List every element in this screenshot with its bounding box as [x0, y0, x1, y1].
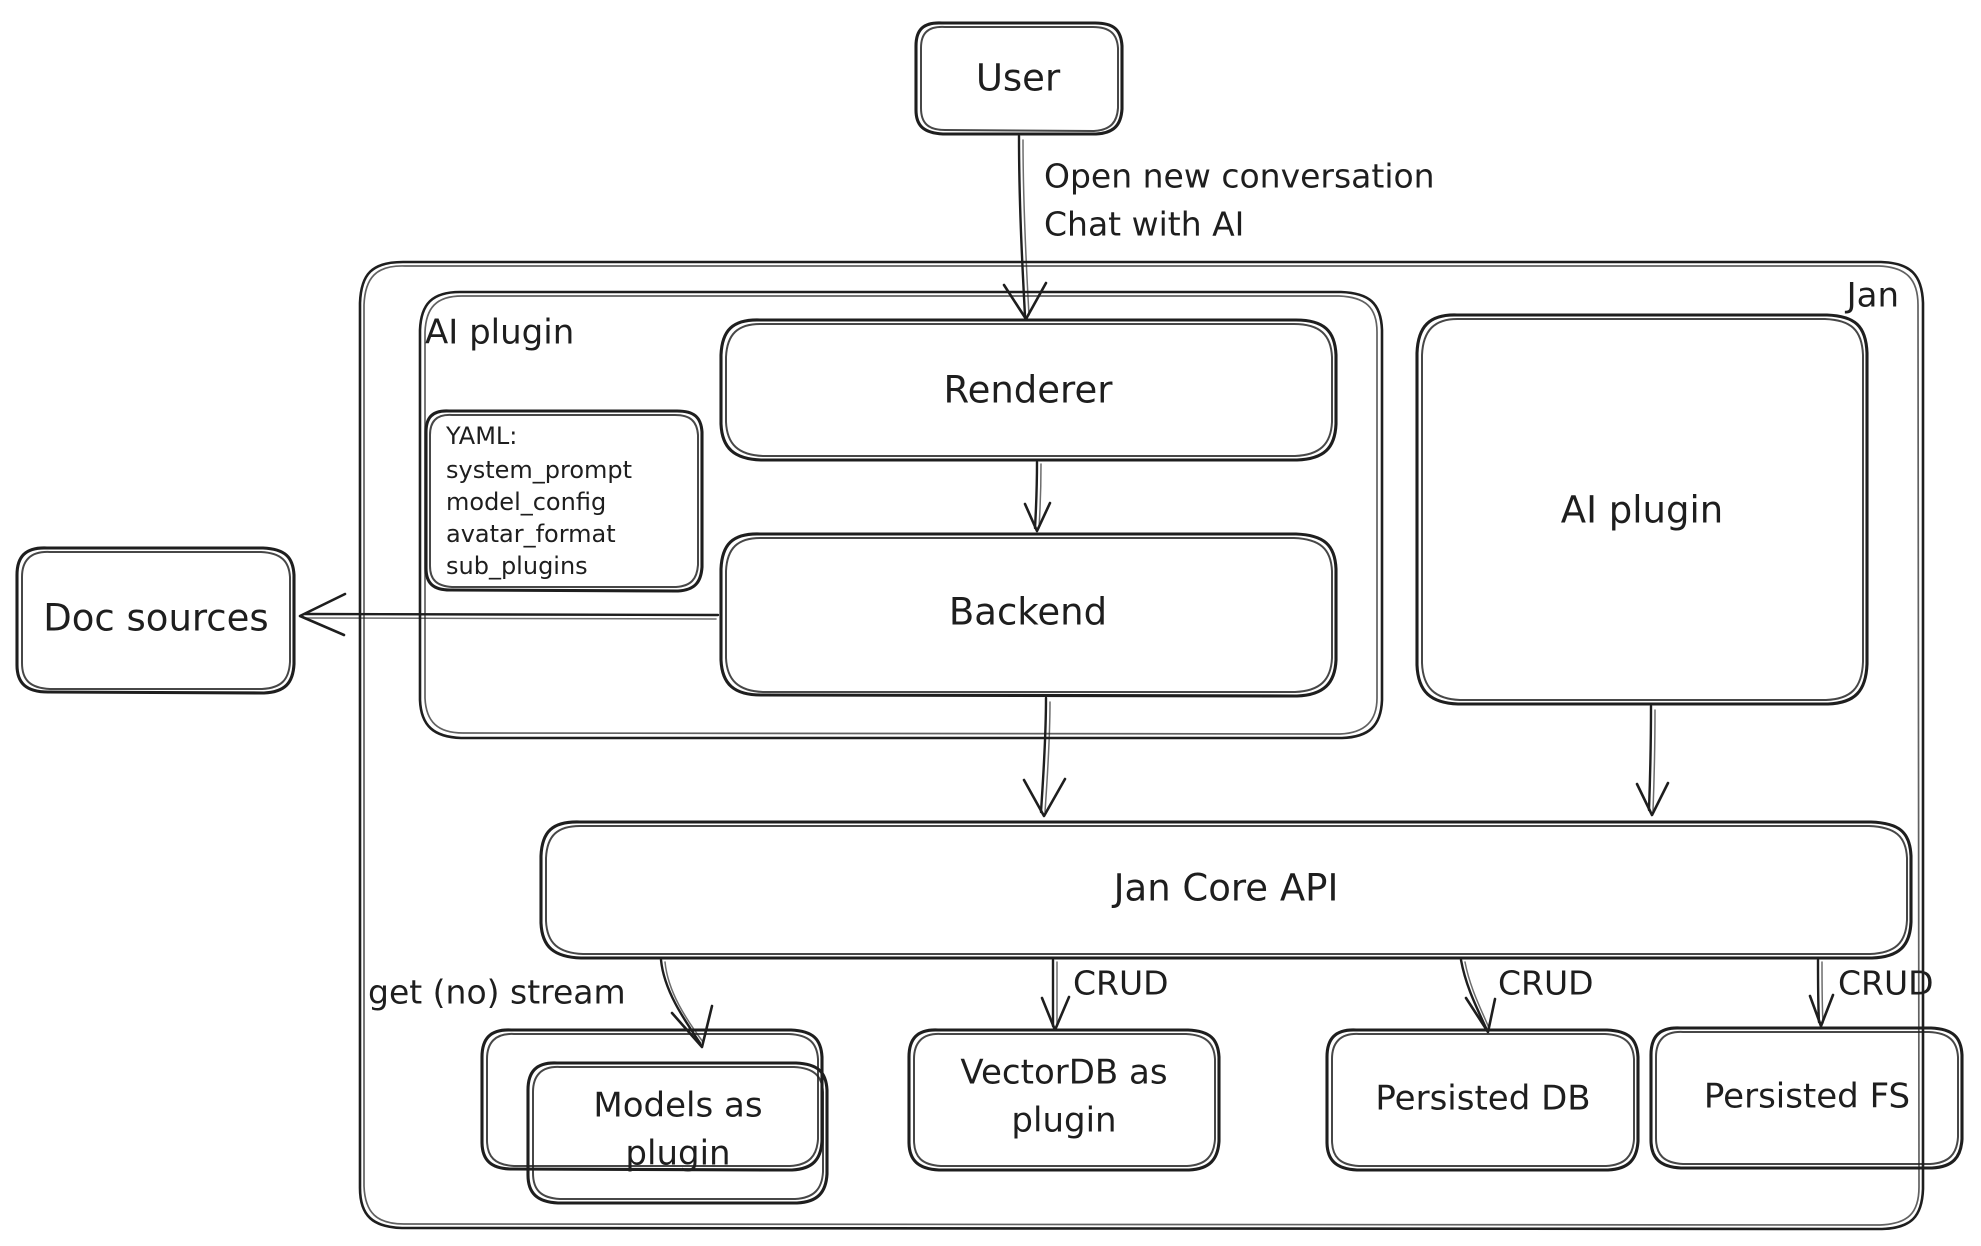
node-doc-sources-label: Doc sources: [43, 597, 268, 640]
node-user[interactable]: User: [914, 21, 1124, 136]
edge-core-to-persisted-fs-label: CRUD: [1838, 964, 1934, 1003]
node-models-plugin-label-line2: plugin: [625, 1134, 730, 1174]
node-persisted-db[interactable]: Persisted DB: [1325, 1028, 1640, 1172]
edge-core-to-vectordb: CRUD: [1040, 958, 1169, 1032]
yaml-note-item-1: model_config: [446, 488, 606, 516]
edge-user-to-renderer-label-line1: Open new conversation: [1044, 157, 1435, 196]
node-persisted-db-label: Persisted DB: [1375, 1079, 1590, 1119]
node-renderer[interactable]: Renderer: [719, 318, 1338, 462]
ai-plugin-group[interactable]: AI plugin: [418, 290, 1384, 740]
node-yaml-note[interactable]: YAML: system_prompt model_config avatar_…: [424, 409, 704, 593]
edge-core-to-persisted-db-label: CRUD: [1498, 964, 1594, 1003]
node-backend-label: Backend: [949, 591, 1107, 634]
node-persisted-fs[interactable]: Persisted FS: [1649, 1026, 1964, 1170]
node-user-label: User: [976, 57, 1061, 100]
jan-container-label: Jan: [1845, 276, 1899, 316]
node-persisted-fs-label: Persisted FS: [1704, 1077, 1910, 1117]
node-models-plugin-back[interactable]: [480, 1028, 824, 1172]
edge-user-to-renderer-label-line2: Chat with AI: [1044, 205, 1244, 244]
edge-backend-to-doc-sources: [298, 592, 720, 637]
node-renderer-label: Renderer: [944, 369, 1114, 412]
edge-backend-to-core: [1022, 696, 1067, 818]
node-backend[interactable]: Backend: [719, 532, 1338, 698]
node-jan-core-api-label: Jan Core API: [1112, 867, 1339, 910]
node-vectordb-plugin[interactable]: VectorDB as plugin: [907, 1028, 1221, 1172]
yaml-note-item-2: avatar_format: [446, 520, 616, 548]
yaml-note-title: YAML:: [445, 422, 517, 450]
node-models-plugin-label-line1: Models as: [593, 1086, 762, 1126]
node-ai-plugin-box-label: AI plugin: [1561, 489, 1723, 532]
ai-plugin-group-label: AI plugin: [425, 313, 574, 353]
edge-core-to-persisted-db: CRUD: [1459, 958, 1594, 1034]
node-vectordb-plugin-label-line1: VectorDB as: [960, 1053, 1167, 1093]
node-doc-sources[interactable]: Doc sources: [15, 546, 296, 695]
node-vectordb-plugin-label-line2: plugin: [1011, 1101, 1116, 1141]
yaml-note-item-0: system_prompt: [446, 456, 632, 484]
edge-core-to-models: get (no) stream: [368, 958, 714, 1049]
edge-renderer-to-backend: [1023, 460, 1052, 533]
edge-core-to-vectordb-label: CRUD: [1073, 964, 1169, 1003]
edge-ai-plugin-to-core: [1635, 704, 1670, 817]
node-jan-core-api[interactable]: Jan Core API: [539, 820, 1913, 960]
jan-container[interactable]: Jan: [358, 260, 1925, 1231]
node-ai-plugin-box[interactable]: AI plugin: [1415, 313, 1869, 706]
yaml-note-item-3: sub_plugins: [446, 552, 588, 580]
edge-core-to-persisted-fs: CRUD: [1808, 958, 1934, 1028]
node-models-plugin[interactable]: Models as plugin: [526, 1061, 829, 1205]
edge-core-to-models-label: get (no) stream: [368, 973, 626, 1012]
